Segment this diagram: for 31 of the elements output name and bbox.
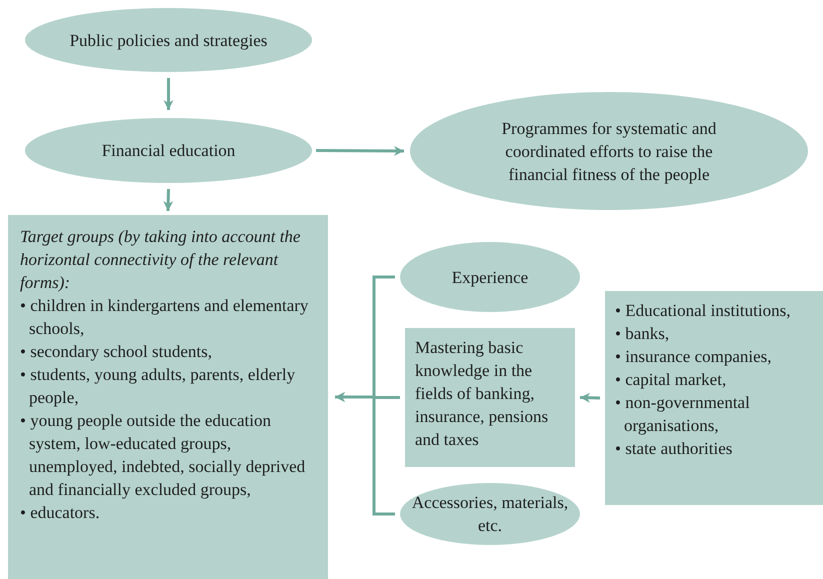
node-text: Mastering basic knowledge in the fields of banking, insurance, pensions and taxes xyxy=(415,337,550,451)
node-text: Experience xyxy=(452,266,528,288)
ellipse-node xyxy=(25,118,312,183)
text-box xyxy=(405,328,575,467)
node-text: Public policies and strategies xyxy=(70,30,268,52)
node-text: Accessories, materials, etc. xyxy=(410,492,570,537)
heading: Target groups (by taking into account the horizontal connectivity of the relevant forms): xyxy=(20,226,302,294)
list-item: • children in kindergartens and elementary schools, xyxy=(20,295,310,340)
ellipse-node xyxy=(410,92,808,210)
arrow xyxy=(335,392,395,516)
list-item: • secondary school students, xyxy=(20,341,213,363)
ellipse-node xyxy=(25,8,312,72)
list-item: • Educational institutions, xyxy=(615,300,792,322)
arrow xyxy=(580,392,600,403)
text-box xyxy=(605,291,823,505)
arrow xyxy=(164,78,174,110)
list-item: • capital market, xyxy=(615,369,728,391)
list-item: • non-governmental organisations, xyxy=(615,392,751,437)
list-item: • insurance companies, xyxy=(615,346,773,368)
list-item: • young people outside the education system, low-educated groups, unemployed, indebted, socially deprived and financially excluded groups, xyxy=(20,410,306,501)
list-item: • students, young adults, parents, elderly people, xyxy=(20,364,296,409)
list-item: • banks, xyxy=(615,323,670,345)
list-item: • state authorities xyxy=(615,438,734,460)
list-item: • educators. xyxy=(20,502,101,524)
ellipse-node xyxy=(400,242,580,312)
node-text: Financial education xyxy=(102,140,236,162)
node-text: Programmes for systematic and coordinated efforts to raise the financial fitness of the people xyxy=(500,118,718,186)
arrow xyxy=(163,188,174,212)
text-box xyxy=(8,215,328,579)
ellipse-node xyxy=(400,483,580,545)
arrow xyxy=(316,146,404,156)
